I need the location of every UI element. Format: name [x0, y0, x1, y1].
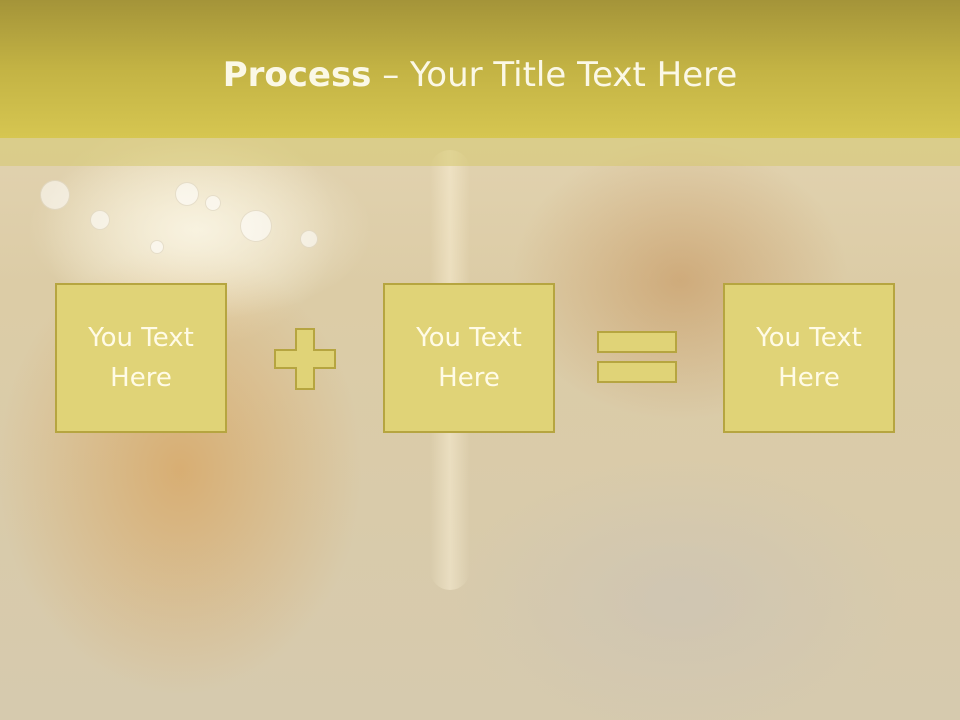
process-box-text: You Text Here [416, 323, 522, 393]
foam-bubble [240, 210, 272, 242]
process-box-text: You Text Here [88, 323, 194, 393]
slide-title-bold: Process [222, 55, 372, 95]
foam-bubble [300, 230, 318, 248]
slide-title: Process – Your Title Text Here [0, 52, 960, 98]
process-box-1[interactable]: You Text Here [55, 283, 227, 433]
process-box-2[interactable]: You Text Here [383, 283, 555, 433]
foam-bubble [90, 210, 110, 230]
foam-bubble [175, 182, 199, 206]
foam-bubble [205, 195, 221, 211]
title-bar-band [0, 138, 960, 166]
plus-icon [274, 328, 336, 390]
equals-icon [597, 331, 677, 383]
slide-title-rest: – Your Title Text Here [371, 55, 738, 95]
foam-bubble [150, 240, 164, 254]
process-box-3[interactable]: You Text Here [723, 283, 895, 433]
process-box-text: You Text Here [756, 323, 862, 393]
title-bar [0, 0, 960, 138]
foam-bubble [40, 180, 70, 210]
